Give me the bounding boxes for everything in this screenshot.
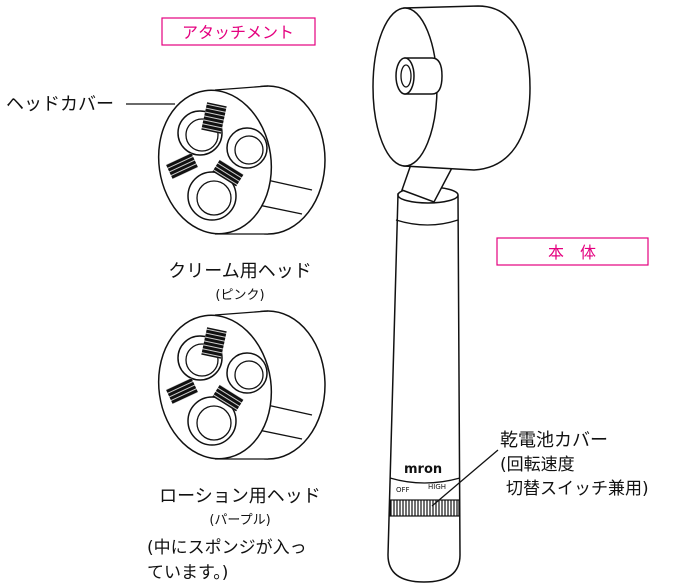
brand-logo: mron xyxy=(404,462,442,477)
switch-off-mark: OFF xyxy=(396,486,410,494)
handle xyxy=(387,193,461,583)
lotion-head-color: (パープル) xyxy=(209,513,270,528)
lotion-head-note-line2: ています。) xyxy=(147,563,228,583)
cream-head-color: (ピンク) xyxy=(215,288,264,303)
attachment-title: アタッチメント xyxy=(182,23,294,42)
battery-cover-note-line2: 切替スイッチ兼用) xyxy=(506,479,649,499)
body-title-box: 本 体 xyxy=(496,237,649,266)
rotating-head xyxy=(403,5,531,171)
cream-head-label: クリーム用ヘッド xyxy=(168,261,311,282)
attachment-title-box: アタッチメント xyxy=(161,17,316,46)
body-title: 本 体 xyxy=(548,243,596,262)
head-cover-label: ヘッドカバー xyxy=(6,94,114,115)
lotion-head-label: ローション用ヘッド xyxy=(159,486,321,507)
speed-switch-ring xyxy=(389,499,460,517)
lotion-head-note-line1: (中にスポンジが入っ xyxy=(147,538,307,558)
battery-cover-label: 乾電池カバー xyxy=(500,430,608,451)
battery-cover-note-line1: (回転速度 xyxy=(500,455,575,475)
cream-head-illustration xyxy=(148,82,326,242)
main-body-illustration: mron OFF HIGH xyxy=(372,5,531,583)
battery-cover-leader-line xyxy=(431,449,499,507)
switch-high-mark: HIGH xyxy=(428,483,446,491)
lotion-head-illustration xyxy=(148,307,326,467)
head-knob xyxy=(404,57,443,95)
